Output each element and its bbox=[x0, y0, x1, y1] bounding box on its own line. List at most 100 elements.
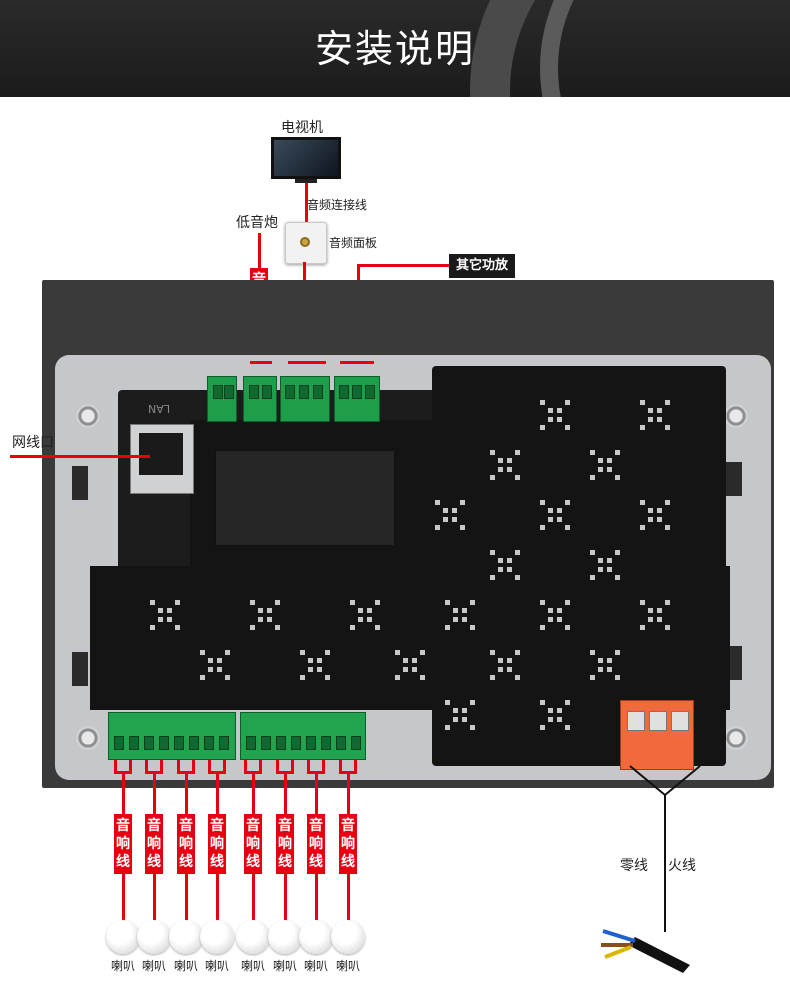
vent-pattern bbox=[490, 450, 520, 480]
screw-icon bbox=[724, 404, 748, 428]
speaker-icon bbox=[106, 920, 140, 954]
speaker-bracket bbox=[276, 760, 294, 774]
power-screw-icon bbox=[649, 711, 667, 731]
terminal-link bbox=[250, 361, 272, 364]
header-decoration bbox=[540, 0, 790, 97]
power-terminal bbox=[620, 700, 694, 770]
audio-panel-label: 音频面板 bbox=[329, 236, 378, 250]
terminal-slot bbox=[144, 736, 154, 750]
subwoofer-terminal bbox=[243, 376, 277, 422]
terminal-slot bbox=[261, 736, 271, 750]
terminal-slot bbox=[174, 736, 184, 750]
vent-pattern bbox=[590, 450, 620, 480]
terminal-slot bbox=[321, 736, 331, 750]
terminal-slot bbox=[204, 736, 214, 750]
vent-pattern bbox=[540, 400, 570, 430]
vent-pattern bbox=[490, 550, 520, 580]
side-slot bbox=[72, 652, 88, 686]
speaker-bracket bbox=[339, 760, 357, 774]
vent-pattern bbox=[445, 600, 475, 630]
speaker-label: 喇叭 bbox=[272, 959, 297, 973]
tv-cable bbox=[305, 183, 308, 223]
speaker-label: 喇叭 bbox=[204, 959, 229, 973]
vent-pattern bbox=[200, 650, 230, 680]
label-window bbox=[215, 450, 395, 546]
audio-in-terminal bbox=[280, 376, 330, 422]
speaker-terminal-right bbox=[240, 712, 366, 760]
speaker-tag: 音响线 bbox=[339, 814, 357, 874]
screw-icon bbox=[76, 404, 100, 428]
side-slot bbox=[726, 462, 742, 496]
speaker-bracket bbox=[244, 760, 262, 774]
vent-pattern bbox=[350, 600, 380, 630]
speaker-icon bbox=[268, 920, 302, 954]
side-slot bbox=[726, 646, 742, 680]
terminal-slot bbox=[276, 736, 286, 750]
tv-stand bbox=[295, 179, 317, 183]
speaker-label: 喇叭 bbox=[335, 959, 360, 973]
other-amp-label: 其它功放 bbox=[449, 254, 516, 278]
vent-pattern bbox=[300, 650, 330, 680]
speaker-icon bbox=[169, 920, 203, 954]
live-label: 火线 bbox=[668, 858, 696, 874]
board-lower bbox=[90, 566, 730, 710]
speaker-tag: 音响线 bbox=[177, 814, 195, 874]
vent-pattern bbox=[640, 400, 670, 430]
speaker-icon bbox=[200, 920, 234, 954]
speaker-terminal-left bbox=[108, 712, 236, 760]
subwoofer-terminal bbox=[207, 376, 237, 422]
speaker-tag: 音响线 bbox=[244, 814, 262, 874]
neutral-label: 零线 bbox=[620, 858, 648, 874]
side-slot bbox=[72, 466, 88, 500]
vent-pattern bbox=[435, 500, 465, 530]
terminal-slot bbox=[306, 736, 316, 750]
speaker-tag: 音响线 bbox=[145, 814, 163, 874]
tv-label: 电视机 bbox=[281, 120, 323, 136]
speaker-icon bbox=[331, 920, 365, 954]
lan-port-label: 网线口 bbox=[12, 435, 54, 451]
page-header: 安装说明 bbox=[0, 0, 790, 97]
speaker-tag: 音响线 bbox=[208, 814, 226, 874]
terminal-slot bbox=[189, 736, 199, 750]
speaker-tag: 音响线 bbox=[307, 814, 325, 874]
vent-pattern bbox=[150, 600, 180, 630]
lan-cable bbox=[10, 455, 150, 458]
terminal-slot bbox=[246, 736, 256, 750]
speaker-label: 喇叭 bbox=[173, 959, 198, 973]
terminal-slot bbox=[114, 736, 124, 750]
power-cord-icon bbox=[601, 929, 690, 973]
page-title: 安装说明 bbox=[314, 27, 475, 71]
audio-panel-icon bbox=[285, 222, 327, 264]
terminal-slot bbox=[291, 736, 301, 750]
terminal-slot bbox=[351, 736, 361, 750]
speaker-bracket bbox=[177, 760, 195, 774]
speaker-bracket bbox=[114, 760, 132, 774]
speaker-icon bbox=[236, 920, 270, 954]
terminal-slot bbox=[336, 736, 346, 750]
vent-pattern bbox=[590, 550, 620, 580]
speaker-label: 喇叭 bbox=[141, 959, 166, 973]
audio-out-terminal bbox=[334, 376, 380, 422]
vent-pattern bbox=[590, 650, 620, 680]
terminal-slot bbox=[159, 736, 169, 750]
vent-pattern bbox=[490, 650, 520, 680]
vent-pattern bbox=[540, 600, 570, 630]
vent-pattern bbox=[445, 700, 475, 730]
speaker-bracket bbox=[307, 760, 325, 774]
tv-icon bbox=[271, 137, 341, 179]
speaker-label: 喇叭 bbox=[110, 959, 135, 973]
terminal-slot bbox=[219, 736, 229, 750]
other-amp-cable bbox=[357, 264, 449, 267]
vent-pattern bbox=[395, 650, 425, 680]
terminal-link bbox=[340, 361, 374, 364]
speaker-bracket bbox=[145, 760, 163, 774]
power-screw-icon bbox=[671, 711, 689, 731]
lan-mark: LAN bbox=[148, 402, 171, 415]
speaker-bracket bbox=[208, 760, 226, 774]
lan-port bbox=[130, 424, 194, 494]
speaker-label: 喇叭 bbox=[303, 959, 328, 973]
power-screw-icon bbox=[627, 711, 645, 731]
terminal-slot bbox=[129, 736, 139, 750]
speaker-tag: 音响线 bbox=[114, 814, 132, 874]
speaker-icon bbox=[299, 920, 333, 954]
